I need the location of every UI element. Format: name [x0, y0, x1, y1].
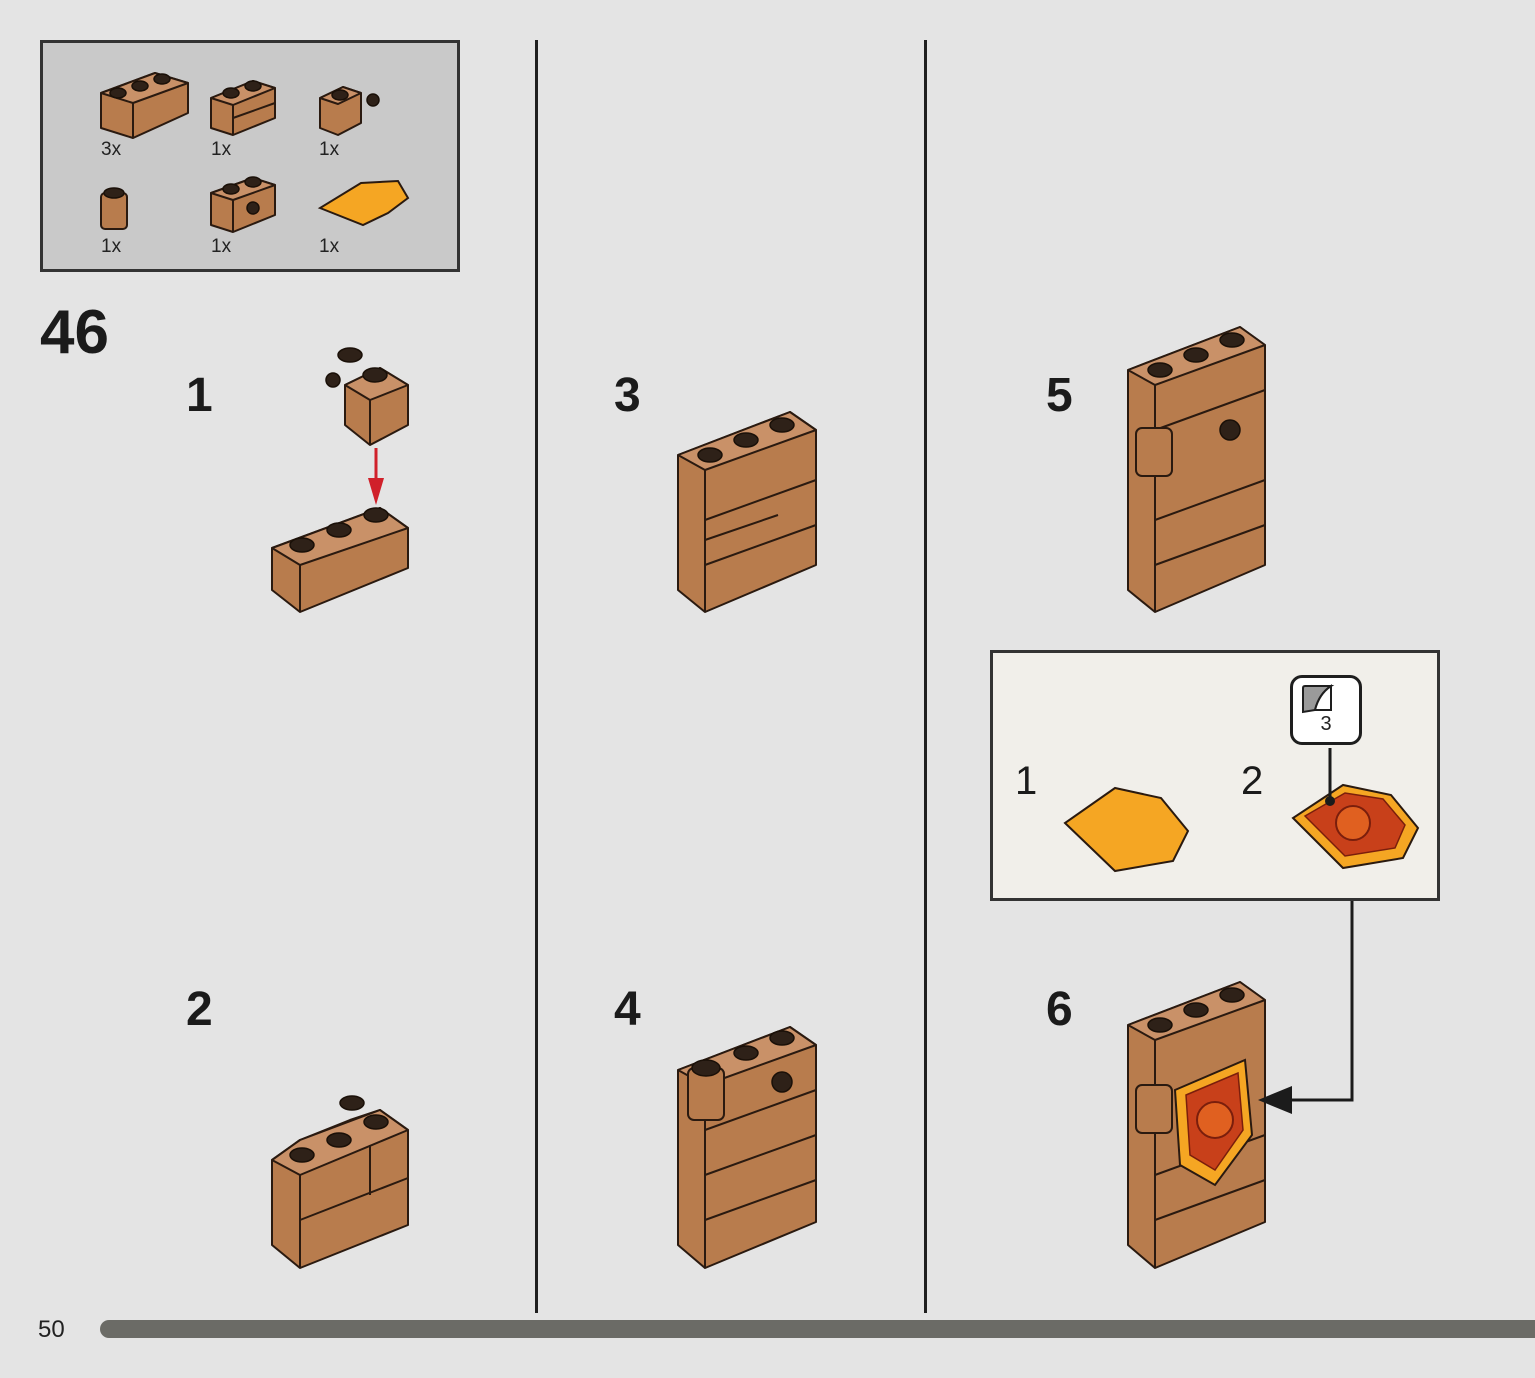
substep-number: 3 — [614, 369, 641, 422]
tile-pentagonal-icon — [1063, 786, 1190, 873]
brick-1x2-masonry-icon — [210, 80, 276, 136]
brick-1x3-icon — [100, 72, 189, 139]
substep-6-illustration — [1127, 981, 1266, 1269]
sticker-callout: 1 2 — [990, 650, 1440, 901]
callout-step-number: 1 — [1015, 759, 1038, 803]
step-number: 46 — [40, 298, 109, 367]
sticker-peel-icon — [1302, 684, 1335, 714]
sticker-sheet-badge: 3 — [1290, 675, 1362, 745]
substep-3-illustration — [677, 411, 817, 613]
brick-1x2-technic-icon — [210, 176, 276, 233]
brick-1x1-clip-icon — [319, 86, 380, 136]
substep-number: 2 — [186, 983, 213, 1036]
substep-2-illustration — [271, 1095, 409, 1269]
round-brick-1x1-icon — [100, 187, 128, 230]
substep-5-illustration — [1127, 326, 1266, 613]
callout-step-number: 2 — [1241, 759, 1264, 803]
substep-1-illustration — [271, 347, 409, 613]
tile-with-sticker-icon — [1291, 748, 1420, 870]
parts-list-box: 3x 1x 1x 1x 1x 1x — [40, 40, 460, 272]
part-qty: 1x — [101, 236, 122, 257]
part-qty: 3x — [101, 139, 122, 160]
part-qty: 1x — [211, 236, 232, 257]
part-qty: 1x — [211, 139, 232, 160]
tile-pentagonal-icon — [317, 179, 410, 227]
substep-number: 5 — [1046, 369, 1073, 422]
column-divider — [535, 40, 538, 1313]
substep-number: 1 — [186, 369, 213, 422]
column-divider — [924, 40, 927, 1313]
substep-4-illustration — [677, 1026, 817, 1269]
substep-number: 6 — [1046, 983, 1073, 1036]
part-qty: 1x — [319, 139, 340, 160]
callout-arrow — [1258, 900, 1354, 1114]
progress-bar — [100, 1320, 1535, 1338]
sticker-number: 3 — [1320, 713, 1332, 735]
part-qty: 1x — [319, 236, 340, 257]
substep-number: 4 — [614, 983, 641, 1036]
page-number: 50 — [38, 1316, 65, 1343]
